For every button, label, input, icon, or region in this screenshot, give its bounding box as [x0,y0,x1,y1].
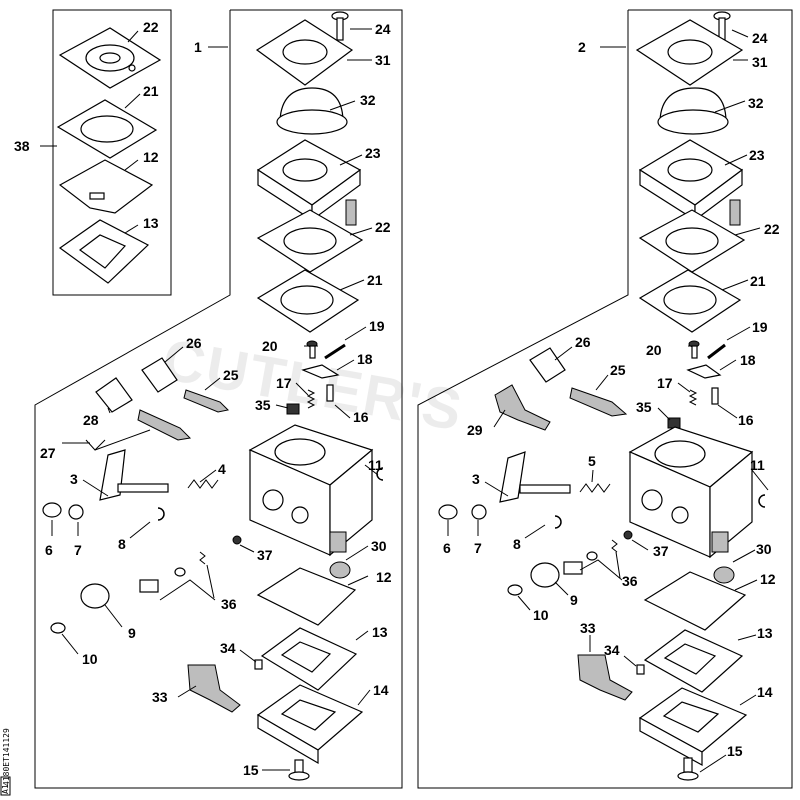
left-callout-12: 12 [376,569,392,585]
left-assembly-frame [34,9,403,789]
left-leaders [51,28,379,771]
right-callout-30: 30 [756,541,772,557]
left-callout-3: 3 [70,471,78,487]
left-callout-9: 9 [128,625,136,641]
left-parts [42,11,384,781]
left-callout-16: 16 [353,409,369,425]
right-callout-17: 17 [657,375,673,391]
right-callout-16: 16 [738,412,754,428]
drawing-code: 4180ET141129 [2,728,11,786]
right-parts [438,11,766,781]
right-callout-34: 34 [604,642,620,658]
right-callout-21: 21 [750,273,766,289]
right-callout-24: 24 [752,30,768,46]
left-callout-28: 28 [83,412,99,428]
inset-callout-22: 22 [143,19,159,35]
right-callout-3: 3 [472,471,480,487]
right-callout-13: 13 [757,625,773,641]
right-callout-20: 20 [646,342,662,358]
inset-leaders [40,30,141,234]
left-callout-7: 7 [74,542,82,558]
right-callout-22: 22 [764,221,780,237]
drawing-code-box [0,776,11,796]
right-assembly-frame [417,9,793,789]
right-callout-33: 33 [580,620,596,636]
left-callout-19: 19 [369,318,385,334]
right-callout-14: 14 [757,684,773,700]
right-callout-10: 10 [533,607,549,623]
left-callout-32: 32 [360,92,376,108]
left-callout-18: 18 [357,351,373,367]
left-callout-4: 4 [218,461,226,477]
left-callout-24: 24 [375,21,391,37]
left-callout-25: 25 [223,367,239,383]
right-callout-36: 36 [622,573,638,589]
left-callout-35: 35 [255,397,271,413]
left-callout-27: 27 [40,445,56,461]
left-callout-26: 26 [186,335,202,351]
left-callout-11: 11 [368,457,383,473]
left-callout-23: 23 [365,145,381,161]
left-callout-22: 22 [375,219,391,235]
inset-callout-12: 12 [143,149,159,165]
left-callout-31: 31 [375,52,391,68]
left-callout-21: 21 [367,272,383,288]
left-callout-30: 30 [371,538,387,554]
kit-inset-frame [52,9,172,296]
right-callout-15: 15 [727,743,743,759]
right-callout-12: 12 [760,571,776,587]
assembly-callout-1: 1 [194,39,202,55]
right-callout-19: 19 [752,319,768,335]
left-callout-6: 6 [45,542,53,558]
right-callout-26: 26 [575,334,591,350]
right-callout-31: 31 [752,54,768,70]
left-callout-17: 17 [276,375,292,391]
right-callout-11: 11 [750,457,765,473]
callout-38: 38 [14,138,30,154]
left-callout-20: 20 [262,338,278,354]
right-callout-9: 9 [570,592,578,608]
drawing-code-suffix: A1 [1,784,10,794]
inset-callout-21: 21 [143,83,159,99]
right-callout-18: 18 [740,352,756,368]
right-callout-37: 37 [653,543,669,559]
right-callout-25: 25 [610,362,626,378]
inset-callout-13: 13 [143,215,159,231]
right-callout-6: 6 [443,540,451,556]
left-callout-36: 36 [221,596,237,612]
left-callout-8: 8 [118,536,126,552]
left-callout-13: 13 [372,624,388,640]
right-callout-8: 8 [513,536,521,552]
assembly-callout-2: 2 [578,39,586,55]
left-callout-14: 14 [373,682,389,698]
right-callout-32: 32 [748,95,764,111]
left-callout-34: 34 [220,640,236,656]
left-callout-37: 37 [257,547,273,563]
right-callout-7: 7 [474,540,482,556]
left-callout-33: 33 [152,689,168,705]
inset-parts [56,27,162,284]
right-callout-23: 23 [749,147,765,163]
left-callout-15: 15 [243,762,259,778]
right-callout-29: 29 [467,422,483,438]
right-callout-5: 5 [588,453,596,469]
right-leaders [447,29,769,773]
right-callout-35: 35 [636,399,652,415]
left-callout-10: 10 [82,651,98,667]
